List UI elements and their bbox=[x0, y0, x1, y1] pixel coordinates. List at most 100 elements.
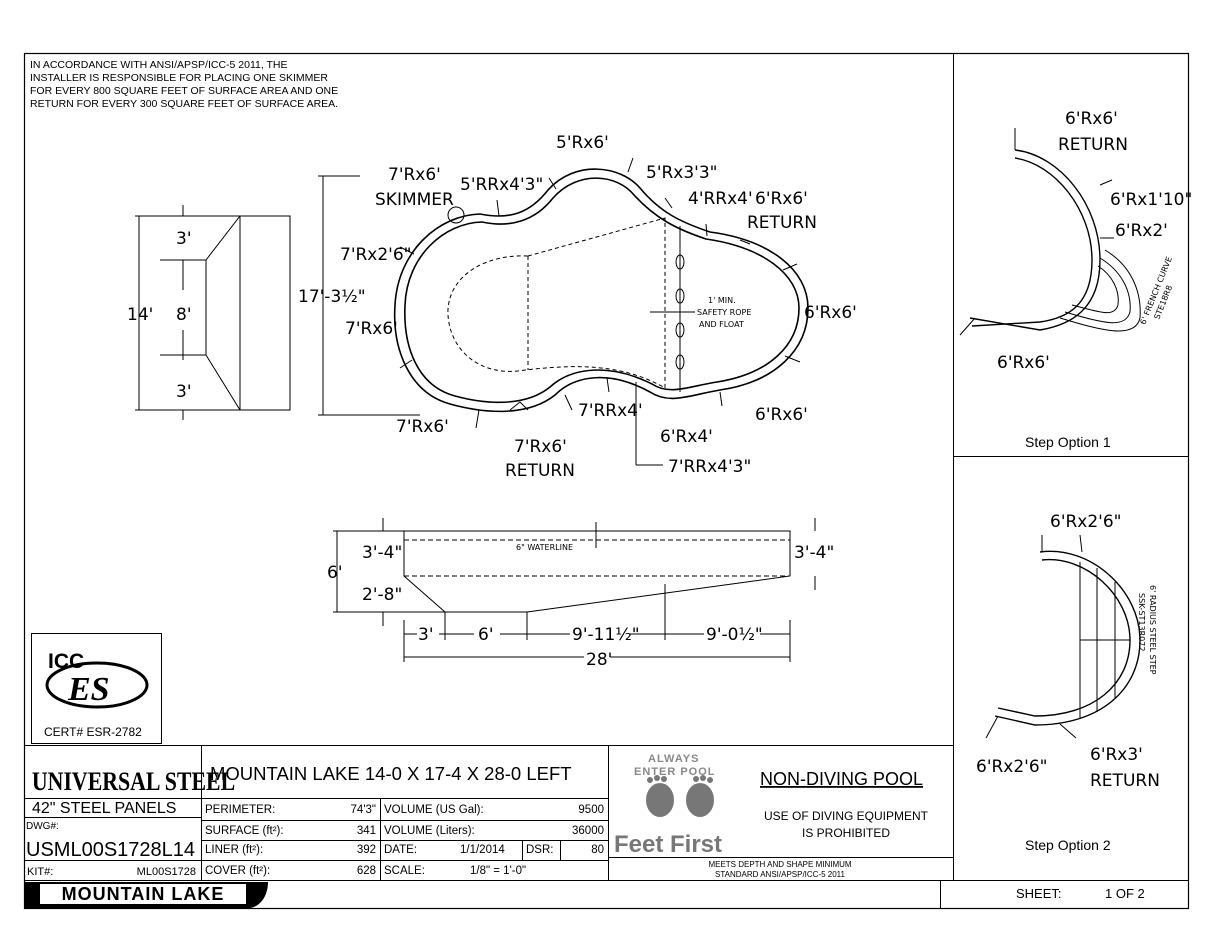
step1-radius-a-label: 6'Rx1'10" bbox=[1110, 190, 1192, 210]
cert-box: ICC ES CERT# ESR-2782 bbox=[31, 633, 162, 744]
es-logo-text: ES bbox=[67, 671, 110, 708]
deep-area-outline bbox=[447, 217, 666, 389]
steel-panels-label: 42" STEEL PANELS bbox=[32, 800, 176, 817]
volume-liters-value: 36000 bbox=[572, 825, 604, 837]
date-value: 1/1/2014 bbox=[460, 844, 505, 856]
section-slope-label: 2'-8" bbox=[362, 585, 402, 605]
sheet-border bbox=[23, 52, 1190, 910]
note-line-2: INSTALLER IS RESPONSIBLE FOR PLACING ONE… bbox=[30, 72, 328, 84]
end-width-label: 14' bbox=[127, 305, 153, 325]
kit-label: KIT#: bbox=[27, 866, 53, 878]
volume-gal-label: VOLUME (US Gal): bbox=[384, 804, 484, 816]
return-bottom-label: RETURN bbox=[505, 461, 575, 481]
radius-5top-label: 5'Rx6' bbox=[556, 133, 609, 153]
sheet-label: SHEET: bbox=[1016, 886, 1062, 901]
radius-4rr-label: 4'RRx4' bbox=[688, 189, 753, 209]
skimmer-radius-label: 7'Rx6' bbox=[388, 165, 441, 185]
title-block: UNIVERSAL STEEL MOUNTAIN LAKE 14-0 X 17-… bbox=[24, 745, 1189, 908]
radius-5x3-label: 5'Rx3'3" bbox=[646, 163, 718, 183]
step1-radius-b-label: 6'Rx2' bbox=[1115, 221, 1168, 241]
step-option-1: 6'Rx6' RETURN 6'Rx1'10" 6'Rx2' 6'Rx6' 6'… bbox=[959, 109, 1192, 450]
step2-note-line-2: SSK-ST13R072 bbox=[1137, 593, 1146, 651]
side-section: 6' 3'-4" 2'-8" 3'-4" 6" WATERLINE 3' 6' … bbox=[327, 518, 834, 670]
cover-label: COVER (ft²): bbox=[205, 865, 270, 877]
end-middle-label: 8' bbox=[176, 305, 192, 325]
pool-inner-wall bbox=[404, 177, 800, 404]
return-top-radius-label: 6'Rx6' bbox=[755, 189, 808, 209]
waterline-label: 6" WATERLINE bbox=[516, 543, 573, 552]
skimmer-label: SKIMMER bbox=[375, 190, 454, 210]
kit-number: ML00S1728 bbox=[137, 866, 196, 878]
step2-note-line-1: 6' RADIUS STEEL STEP bbox=[1148, 585, 1157, 675]
step1-return-label: RETURN bbox=[1058, 135, 1128, 155]
return-bottom-radius-label: 7'Rx6' bbox=[514, 437, 567, 457]
dsr-label: DSR: bbox=[526, 844, 553, 856]
segment-3-label: 9'-11½" bbox=[572, 625, 640, 645]
radius-6right-label: 6'Rx6' bbox=[804, 303, 857, 323]
volume-gal-value: 9500 bbox=[578, 804, 604, 816]
step1-return-radius-label: 6'Rx6' bbox=[1065, 109, 1118, 129]
icc-logo-text: ICC bbox=[48, 650, 84, 673]
meets-line-2: STANDARD ANSI/APSP/ICC-5 2011 bbox=[715, 870, 846, 879]
segment-1-label: 3' bbox=[418, 625, 434, 645]
cert-number: CERT# ESR-2782 bbox=[44, 725, 142, 739]
pool-outer-wall bbox=[393, 168, 809, 413]
radius-7left-label: 7'Rx6' bbox=[345, 319, 398, 339]
sheet-number: 1 OF 2 bbox=[1105, 886, 1145, 901]
return-top-label: RETURN bbox=[747, 213, 817, 233]
step2-return-label: RETURN bbox=[1090, 771, 1160, 791]
overall-length-label: 28' bbox=[586, 650, 612, 670]
feet-first-text: Feet First bbox=[614, 831, 722, 858]
note-line-1: IN ACCORDANCE WITH ANSI/APSP/ICC-5 2011,… bbox=[30, 59, 288, 71]
cover-value: 628 bbox=[357, 865, 376, 877]
step1-radius-c-label: 6'Rx6' bbox=[997, 353, 1050, 373]
step2-top-radius-label: 6'Rx2'6" bbox=[1050, 512, 1122, 532]
scale-label: SCALE: bbox=[384, 865, 425, 877]
diving-warning-line-1: USE OF DIVING EQUIPMENT bbox=[764, 809, 929, 823]
mountain-lake-logo: MOUNTAIN LAKE bbox=[62, 884, 225, 904]
perimeter-label: PERIMETER: bbox=[205, 804, 275, 816]
meets-line-1: MEETS DEPTH AND SHAPE MINIMUM bbox=[708, 860, 851, 869]
radius-7x26-label: 7'Rx2'6" bbox=[340, 245, 412, 265]
radius-7rr43-label: 7'RRx4'3" bbox=[668, 457, 751, 477]
safety-line-3: AND FLOAT bbox=[699, 320, 744, 329]
feet-icon bbox=[646, 775, 714, 817]
safety-line-2: SAFETY ROPE bbox=[697, 308, 751, 317]
universal-steel-logo: UNIVERSAL STEEL bbox=[32, 768, 235, 796]
installer-note: IN ACCORDANCE WITH ANSI/APSP/ICC-5 2011,… bbox=[30, 59, 338, 110]
liner-label: LINER (ft²): bbox=[205, 844, 263, 856]
surface-label: SURFACE (ft²): bbox=[205, 825, 284, 837]
step1-caption: Step Option 1 bbox=[1025, 434, 1111, 450]
step-option-2: 6'Rx2'6" 6'Rx2'6" 6'Rx3' RETURN 6' RADIU… bbox=[976, 512, 1160, 853]
section-right-label: 3'-4" bbox=[794, 543, 834, 563]
note-line-3: FOR EVERY 800 SQUARE FEET OF SURFACE ARE… bbox=[30, 85, 338, 97]
radius-6x4-label: 6'Rx4' bbox=[660, 427, 713, 447]
segment-2-label: 6' bbox=[478, 625, 494, 645]
enter-pool-text: ENTER POOL bbox=[634, 766, 716, 778]
radius-7rr4-label: 7'RRx4' bbox=[578, 401, 643, 421]
date-label: DATE: bbox=[384, 844, 417, 856]
plan-width-label: 17'-3½" bbox=[298, 287, 366, 307]
radius-5rr-label: 5'RRx4'3" bbox=[460, 175, 543, 195]
step2-return-radius-label: 6'Rx3' bbox=[1090, 745, 1143, 765]
scale-value: 1/8" = 1'-0" bbox=[470, 865, 526, 877]
skimmer-symbol bbox=[447, 206, 465, 224]
dwg-label: DWG#: bbox=[26, 821, 59, 832]
perimeter-value: 74'3" bbox=[351, 804, 376, 816]
segment-4-label: 9'-0½" bbox=[706, 625, 763, 645]
safety-line-1: 1' MIN. bbox=[708, 296, 736, 305]
plan-view: 17'-3½" 7' bbox=[298, 133, 857, 481]
section-depth-label: 6' bbox=[327, 563, 343, 583]
note-line-4: RETURN FOR EVERY 300 SQUARE FEET OF SURF… bbox=[30, 98, 338, 110]
step2-caption: Step Option 2 bbox=[1025, 837, 1111, 853]
dsr-value: 80 bbox=[591, 844, 604, 856]
end-bottom-label: 3' bbox=[176, 382, 192, 402]
radius-6br-label: 6'Rx6' bbox=[755, 405, 808, 425]
end-top-label: 3' bbox=[176, 229, 192, 249]
non-diving-title: NON-DIVING POOL bbox=[760, 769, 923, 789]
section-shallow-label: 3'-4" bbox=[362, 543, 402, 563]
always-text: ALWAYS bbox=[648, 753, 699, 765]
step2-bottom-radius-label: 6'Rx2'6" bbox=[976, 757, 1048, 777]
end-view: 14' 3' 8' 3' bbox=[127, 205, 291, 420]
